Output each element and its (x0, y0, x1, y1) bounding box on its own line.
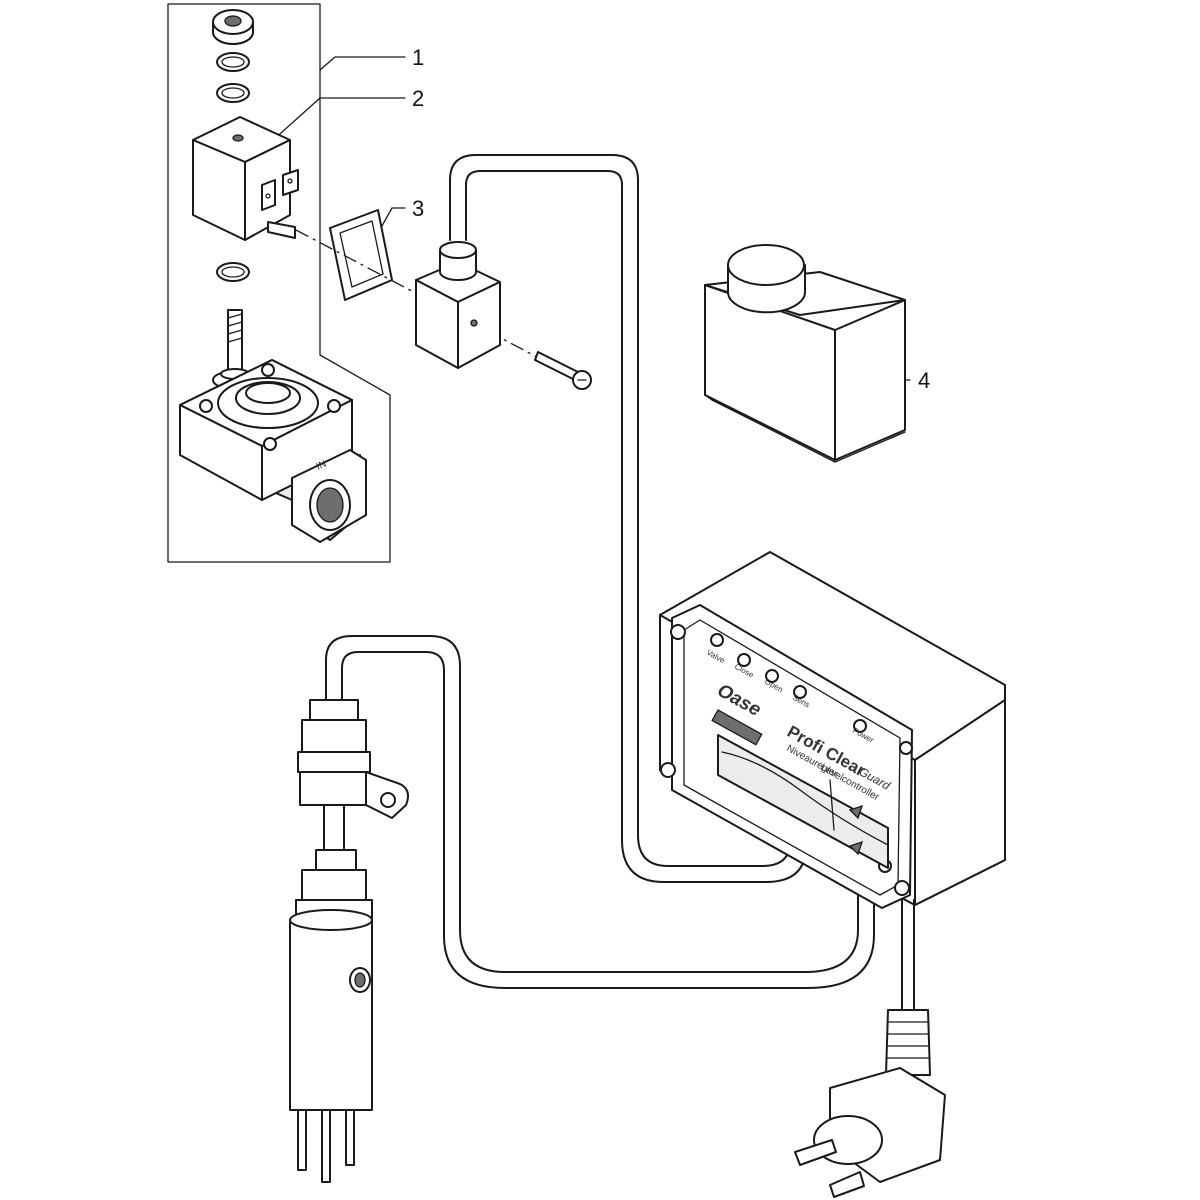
level-sensor (289, 699, 409, 1183)
solenoid-coil (192, 116, 299, 241)
cable-plug-connector (415, 241, 501, 369)
controller-box (659, 551, 1006, 909)
o-ring-lower (216, 262, 250, 282)
protective-cover (704, 244, 906, 463)
power-plug (794, 899, 946, 1198)
valve-cable (449, 154, 791, 867)
callout-2: 2 (412, 86, 424, 111)
valve-body: IN (179, 359, 367, 543)
o-ring-middle (216, 83, 250, 103)
o-ring-upper (216, 52, 250, 72)
callout-1: 1 (412, 45, 424, 70)
sensor-cable (325, 635, 859, 973)
top-nut (212, 9, 254, 45)
valve-in-marking: IN (315, 459, 329, 473)
group-1-outline (167, 3, 391, 563)
callout-4: 4 (918, 368, 930, 393)
callout-3: 3 (412, 196, 424, 221)
fixing-screw (534, 351, 592, 390)
